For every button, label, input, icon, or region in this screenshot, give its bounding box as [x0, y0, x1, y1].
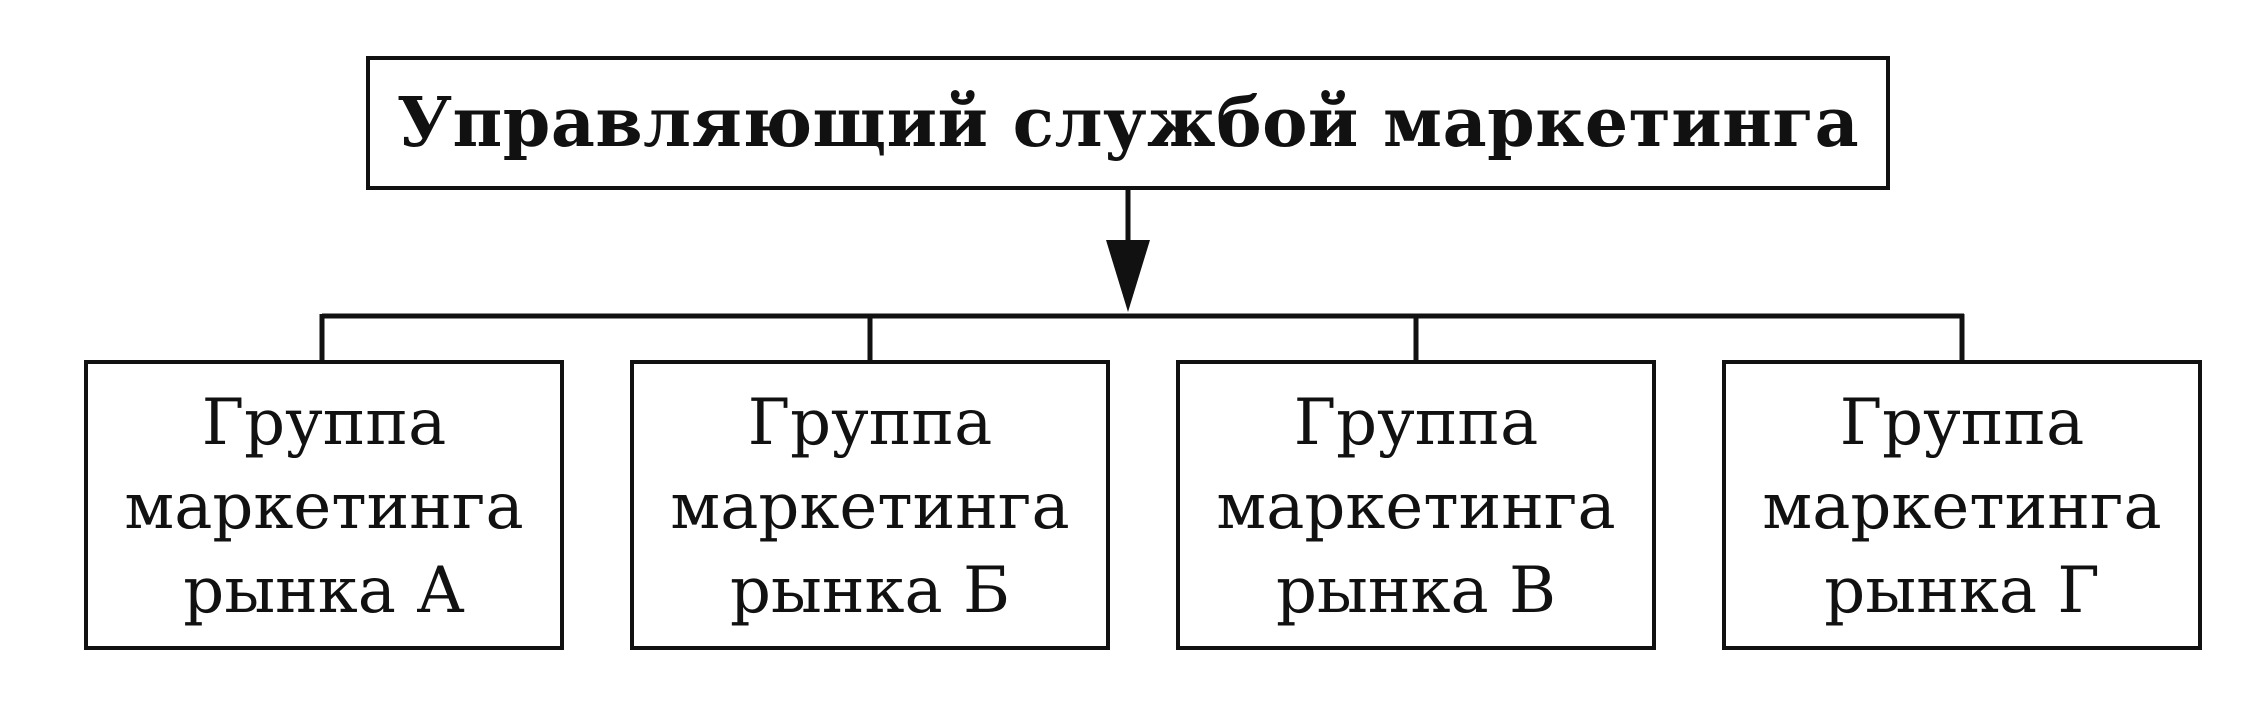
child-node-line-2: маркетинга: [124, 470, 524, 544]
child-node-line-1: Группа: [747, 386, 993, 460]
down-arrow-icon: [1106, 240, 1150, 312]
child-node-line-3: рынка Б: [729, 554, 1011, 628]
child-node-line-3: рынка А: [183, 554, 465, 628]
child-node-line-3: рынка В: [1275, 554, 1557, 628]
child-node-line-1: Группа: [201, 386, 447, 460]
child-node-market-a: Группа маркетинга рынка А: [84, 360, 564, 650]
child-node-market-b: Группа маркетинга рынка Б: [630, 360, 1110, 650]
child-node-line-2: маркетинга: [1216, 470, 1616, 544]
child-node-market-v: Группа маркетинга рынка В: [1176, 360, 1656, 650]
child-node-line-2: маркетинга: [670, 470, 1070, 544]
child-node-market-g: Группа маркетинга рынка Г: [1722, 360, 2202, 650]
child-node-line-3: рынка Г: [1824, 554, 2100, 628]
child-node-line-1: Группа: [1839, 386, 2085, 460]
child-node-line-1: Группа: [1293, 386, 1539, 460]
child-node-line-2: маркетинга: [1762, 470, 2162, 544]
root-node-label: Управляющий службой маркетинга: [396, 83, 1860, 163]
root-node: Управляющий службой маркетинга: [366, 56, 1890, 190]
